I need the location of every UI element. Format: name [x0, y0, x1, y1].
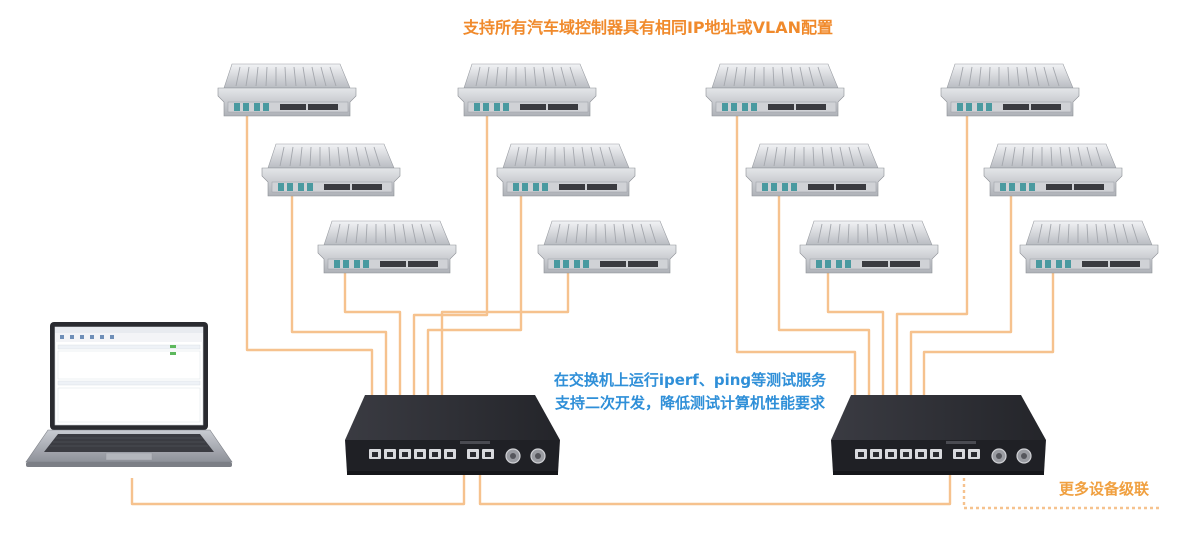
ecu-controller-icon	[705, 63, 845, 117]
ecu-controller-icon	[745, 143, 885, 197]
link-lines	[130, 115, 1055, 506]
ethernet-switch-icon	[344, 394, 561, 476]
cascade-dashed-link	[962, 460, 1160, 510]
ecu-controller-icon	[317, 220, 457, 274]
switch-description-line1: 在交换机上运行iperf、ping等测试服务	[554, 371, 827, 389]
ecu-controller-icon	[940, 63, 1080, 117]
cascade-label: 更多设备级联	[1059, 480, 1150, 498]
switch-description-line2: 支持二次开发，降低测试计算机性能要求	[554, 394, 826, 412]
controllers-left	[217, 63, 677, 274]
ecu-controller-icon	[261, 143, 401, 197]
ecu-controller-icon	[799, 220, 939, 274]
ecu-controller-icon	[457, 63, 597, 117]
ecu-controller-icon	[1019, 220, 1159, 274]
controllers-right	[705, 63, 1159, 274]
ethernet-switch-icon	[830, 394, 1047, 476]
ecu-controller-icon	[983, 143, 1123, 197]
top-title: 支持所有汽车域控制器具有相同IP地址或VLAN配置	[462, 18, 833, 37]
ecu-controller-icon	[496, 143, 636, 197]
ecu-controller-icon	[217, 63, 357, 117]
ecu-controller-icon	[537, 220, 677, 274]
laptop-icon	[25, 322, 233, 467]
